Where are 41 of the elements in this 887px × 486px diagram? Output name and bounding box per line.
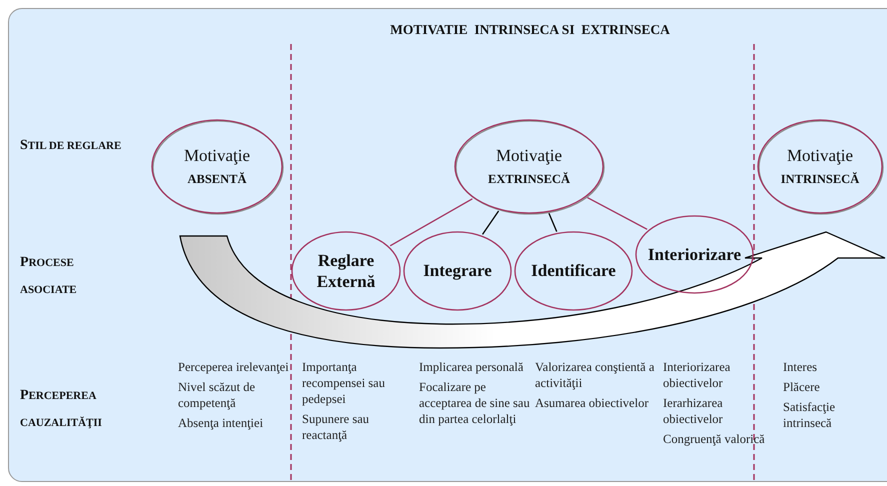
row-heading: STIL DE REGLARE — [20, 137, 122, 155]
double-ellipse — [453, 118, 605, 215]
description-text: Valorizarea conştientă a activităţii — [535, 359, 655, 391]
description-text: Asumarea obiectivelor — [535, 395, 650, 411]
node-text: Motivaţie — [786, 145, 854, 166]
node-text: Motivaţie — [496, 145, 562, 166]
ellipse — [513, 230, 634, 312]
description-text: Focalizare pe acceptarea de sine sau din partea celorlalţi — [419, 379, 531, 427]
connector-line — [548, 213, 558, 232]
curved-block-arrow — [179, 231, 886, 349]
connector-line — [587, 196, 648, 230]
double-ellipse — [756, 118, 884, 215]
description-text: Nivel scăzut de competenţă — [178, 379, 256, 411]
connector-line — [390, 198, 473, 246]
description-text: Congruenţă valorică — [663, 431, 766, 447]
description-text: Supunere sau reactanţă — [302, 411, 370, 443]
description-text: Perceperea irelevanţei — [178, 359, 290, 375]
node-text: INTRINSECĂ — [780, 172, 860, 188]
description-text: Satisfacţie intrinsecă — [783, 399, 836, 431]
row-heading: PROCESE ASOCIATE — [20, 254, 78, 298]
node-text: Integrare — [422, 260, 493, 282]
node-text: EXTRINSECĂ — [488, 172, 570, 188]
node-text: Identificare — [530, 260, 617, 282]
ellipse — [402, 230, 513, 312]
node-text: Interiorizare — [646, 244, 742, 266]
double-ellipse — [150, 118, 284, 215]
ellipse — [290, 230, 402, 312]
node-text: ABSENTĂ — [187, 172, 247, 188]
node-text: Motivaţie — [184, 145, 250, 166]
description-text: Plăcere — [783, 379, 821, 395]
description-text: Ierarhizarea obiectivelor — [663, 395, 724, 427]
description-text: Implicarea personală — [419, 359, 524, 375]
description-text: Absenţa intenţiei — [178, 415, 264, 431]
row-heading: PERCEPEREA CAUZALITĂŢII — [20, 387, 103, 431]
connector-line — [482, 210, 500, 235]
description-text: Importanţa recompensei sau pedepsei — [302, 359, 386, 407]
node-text: Reglare Externă — [316, 250, 376, 292]
diagram-title: MOTIVATIE INTRINSECA SI EXTRINSECA — [389, 21, 671, 39]
ellipse — [634, 214, 755, 295]
description-text: Interiorizarea obiectivelor — [663, 359, 732, 391]
description-text: Interes — [783, 359, 818, 375]
